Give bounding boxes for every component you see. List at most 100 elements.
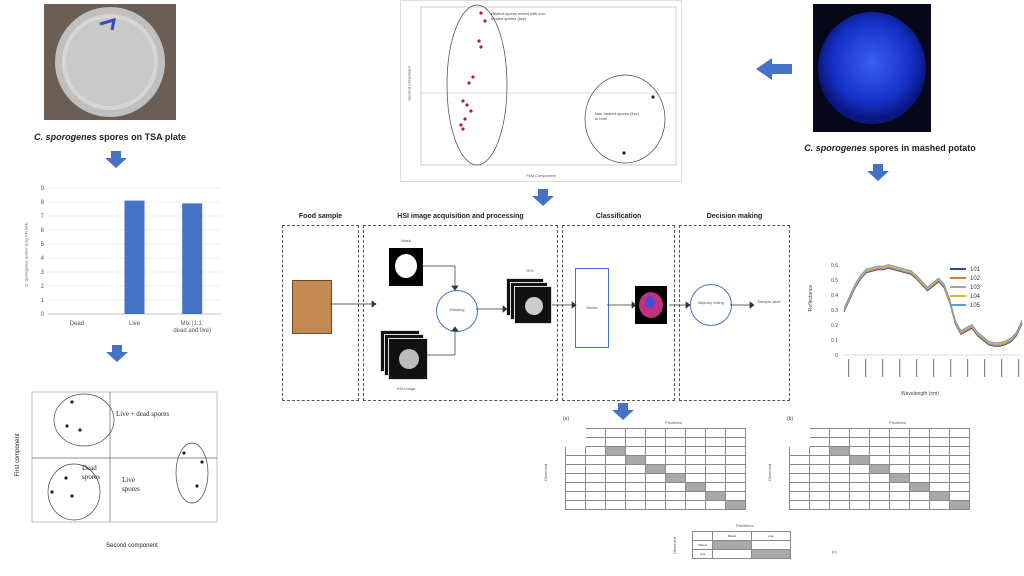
pca-top-xlabel: First Component: [526, 173, 556, 178]
spectrum-line: [843, 265, 1023, 345]
arrow-down-icon: [105, 151, 127, 168]
spectra-ylabel: Reflectance: [808, 284, 814, 312]
legend-label: 101: [970, 267, 981, 273]
conf-a-label: (a): [563, 416, 570, 422]
y-tick-label: 0.2: [831, 323, 838, 329]
spectra-xlabel: Wavelength (nm): [901, 391, 939, 397]
x-tick-mark: [865, 359, 867, 377]
y-tick-label: 0.5: [831, 278, 838, 284]
conf-c-row: Live: [692, 549, 713, 559]
conf-c-col: Mixed: [712, 531, 752, 541]
cluster-heated-ellipse: [446, 4, 508, 166]
y-tick-label: 3: [41, 270, 45, 276]
y-tick-label: 0: [835, 353, 838, 359]
pca-left-xlabel: Second component: [106, 543, 158, 549]
roi-stack: [514, 286, 552, 324]
hsi-image-stack: [388, 338, 428, 380]
y-tick-label: 8: [41, 200, 45, 206]
legend-label: 102: [970, 276, 981, 282]
petri-dish-icon: [44, 4, 176, 120]
conf-b-header: Predicted: [889, 420, 906, 425]
arrow-left-icon: [756, 58, 792, 80]
conf-table-a: (a) Predicted Observed: [543, 416, 770, 518]
cluster-left-ellipse: [47, 463, 101, 521]
y-tick-label: 0: [41, 312, 45, 318]
pca-label-dead: Dead spores: [82, 464, 100, 481]
spectrum-line: [843, 267, 1023, 347]
x-tick-mark: [984, 359, 986, 377]
x-tick-mark: [933, 359, 935, 377]
pca-top-plot: [420, 4, 677, 166]
pca-top-note-right: Non-heated spores (live) in both: [595, 111, 639, 121]
bar: [182, 203, 203, 314]
pca-left-plot: [31, 391, 218, 523]
x-tick-mark: [916, 359, 918, 377]
panel-classification: Classification Model: [562, 213, 675, 401]
y-tick-label: 7: [41, 214, 45, 220]
x-tick-mark: [1001, 359, 1003, 377]
y-tick-label: 0.6: [831, 263, 838, 269]
y-tick-label: 0.1: [831, 338, 838, 344]
classified-image: [635, 286, 667, 324]
x-tick-label: Mix (1:1:: [181, 321, 204, 327]
x-tick-mark: [1018, 359, 1020, 377]
x-tick-label: Dead: [70, 321, 84, 327]
legend-label: 105: [970, 303, 981, 309]
pca-top: Heated spores mixed with non-heated spor…: [400, 0, 682, 182]
conf-c-rowaxis: Observed: [672, 536, 678, 555]
pca-left: Live + dead spores Dead spores Live spor…: [15, 388, 222, 553]
y-tick-label: 6: [41, 228, 45, 234]
sample-label-output: Sample label: [757, 299, 781, 304]
conf-a-header: Predicted: [665, 420, 682, 425]
conf-a-rowaxis: Observed: [543, 463, 549, 482]
tsa-caption: C. sporogenes spores on TSA plate: [34, 132, 186, 142]
panel-decision: Decision making Majority voting Sample l…: [679, 213, 790, 401]
arrow-down-icon: [612, 403, 634, 420]
panel-title: Classification: [595, 213, 642, 220]
mask-label: Mask: [401, 238, 411, 243]
spectrum-line: [843, 266, 1023, 346]
arrow-down-icon: [532, 189, 554, 206]
x-tick-mark: [967, 359, 969, 377]
y-tick-label: 1: [41, 298, 45, 304]
x-tick-mark: [848, 359, 850, 377]
food-sample-image: [292, 280, 332, 334]
roi-label: ROI: [526, 268, 534, 273]
cluster-live-ellipse: [584, 74, 666, 164]
pca-top-note-left: Heated spores mixed with non-heated spor…: [491, 11, 547, 21]
spectrum-line: [843, 265, 1023, 345]
y-tick-label: 0.3: [831, 308, 838, 314]
panel-title: HSI image acquisition and processing: [397, 213, 524, 220]
conf-table-b: (b) Predicted Observed: [767, 416, 994, 518]
conf-c-col: Live: [751, 531, 791, 541]
pca-label-live-dead: Live + dead spores: [116, 410, 170, 418]
conf-a-grid: [565, 428, 746, 510]
potato-caption: C. sporogenes spores in mashed potato: [804, 143, 976, 153]
legend-label: 103: [970, 285, 981, 291]
conf-b-label: (b): [787, 416, 794, 422]
x-tick-mark: [950, 359, 952, 377]
y-tick-label: 9: [41, 186, 45, 192]
conf-b-rowaxis: Observed: [767, 463, 773, 482]
y-tick-label: 5: [41, 242, 45, 248]
conf-c-row: Mixed: [692, 540, 713, 550]
petri-dish-photo: [44, 4, 176, 120]
mask-image: [389, 248, 423, 286]
potato-icon: [818, 12, 926, 124]
panel-hsi: HSI image acquisition and processing Mas…: [363, 213, 558, 401]
x-tick-mark: [882, 359, 884, 377]
masking-node: Masking: [436, 290, 478, 332]
model-box: Model: [575, 268, 609, 348]
x-tick-label: dead and live): [173, 328, 211, 334]
y-tick-label: 4: [41, 256, 45, 262]
legend-label: 104: [970, 294, 981, 300]
spectrum-line: [843, 264, 1023, 344]
